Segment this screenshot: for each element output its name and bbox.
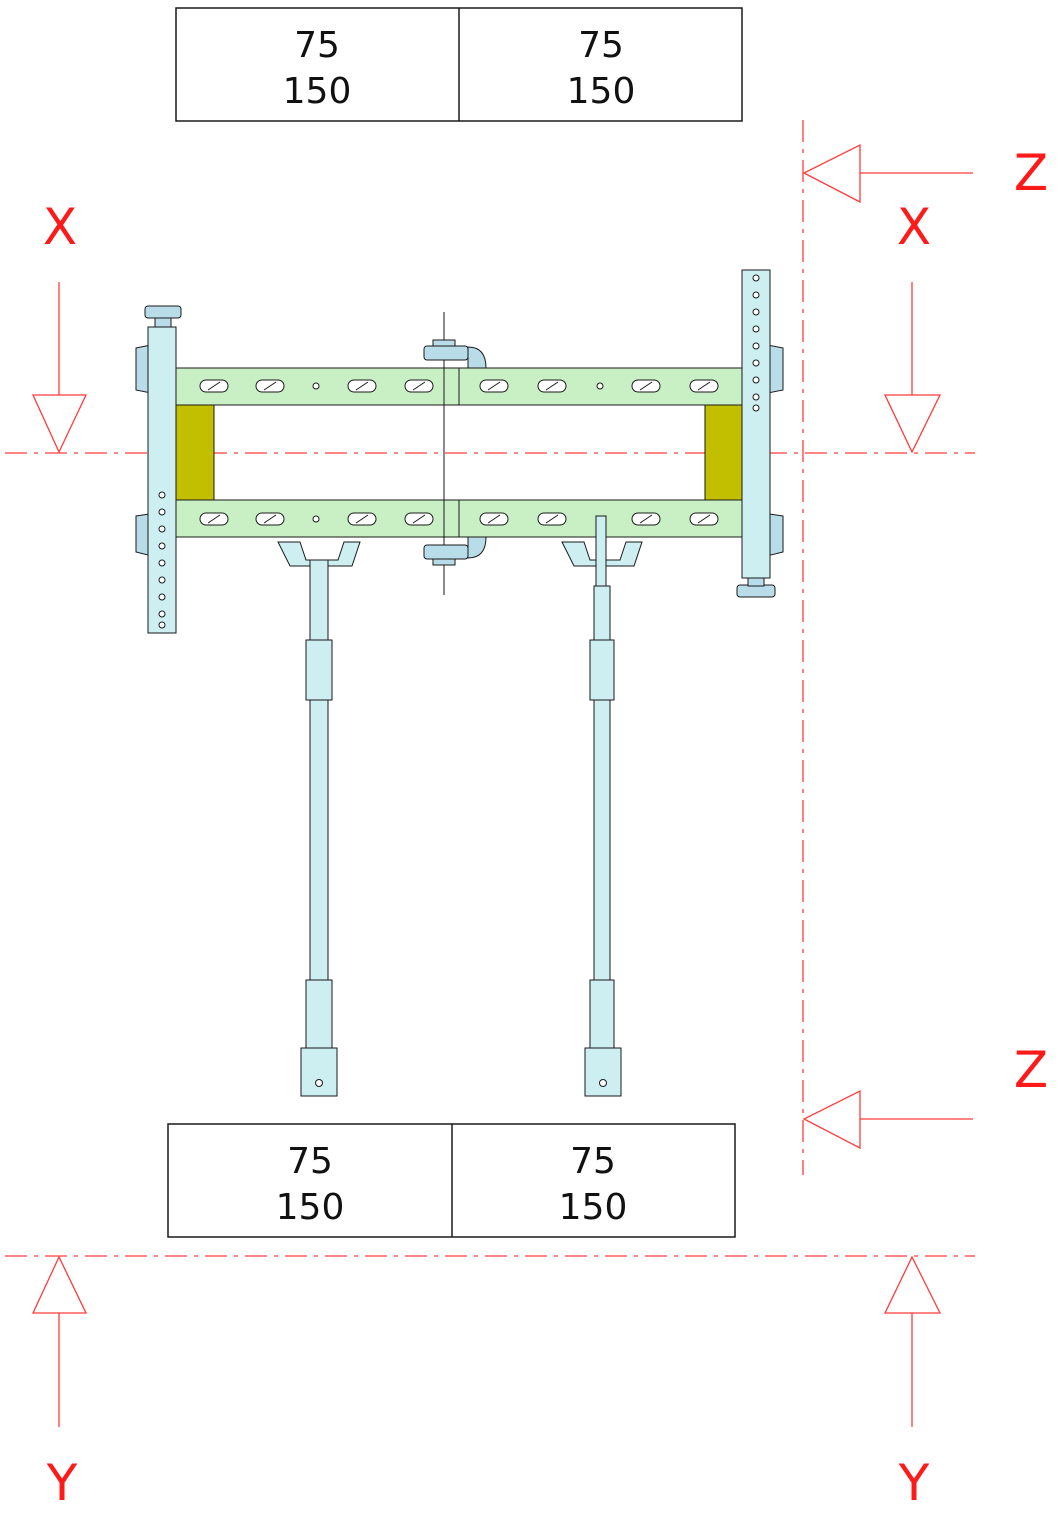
view-arrows xyxy=(31,143,973,1427)
bottom-table-cell-2-top: 75 xyxy=(570,1141,616,1182)
prop-left-collar xyxy=(305,639,333,701)
prop-right xyxy=(561,515,643,1097)
view-arrow-icon xyxy=(31,282,88,454)
formwork-assembly xyxy=(135,269,784,1097)
prop-right-screw xyxy=(595,515,607,587)
view-arrow-icon xyxy=(31,1255,88,1427)
post-right xyxy=(741,269,771,579)
section-lines xyxy=(5,120,975,1257)
top-table-cell-1-top: 75 xyxy=(294,25,340,66)
marker-y-left: Y xyxy=(46,1454,78,1512)
marker-z-top: Z xyxy=(1014,144,1048,202)
view-arrow-icon xyxy=(802,143,973,204)
view-arrow-icon xyxy=(883,282,942,454)
wing-nut-icon xyxy=(144,305,776,598)
prop-left-foot xyxy=(300,1047,338,1097)
slot-strokes xyxy=(207,381,711,524)
view-arrow-icon xyxy=(802,1089,973,1150)
section-marker-labels: X X Y Y Z Z xyxy=(43,144,1048,1512)
marker-y-right: Y xyxy=(898,1454,930,1512)
shim-right xyxy=(704,404,743,501)
bottom-table-cell-1-top: 75 xyxy=(287,1141,333,1182)
post-holes xyxy=(158,274,760,629)
top-table-cell-1-bottom: 150 xyxy=(283,71,352,112)
marker-x-right: X xyxy=(897,198,931,256)
prop-left xyxy=(277,541,361,1097)
top-dimension-table: 75 150 75 150 xyxy=(175,7,743,122)
shim-left xyxy=(175,404,215,501)
marker-x-left: X xyxy=(43,198,77,256)
view-arrow-icon xyxy=(883,1255,942,1427)
marker-z-bottom: Z xyxy=(1014,1041,1048,1099)
top-table-cell-2-bottom: 150 xyxy=(567,71,636,112)
bottom-dimension-table: 75 150 75 150 xyxy=(167,1123,736,1238)
prop-left-inner-tube xyxy=(309,559,329,981)
shims xyxy=(175,404,743,501)
prop-right-collar xyxy=(589,639,615,701)
prop-right-foot xyxy=(584,1047,622,1097)
post-left xyxy=(147,326,177,634)
prop-right-head xyxy=(561,541,643,567)
bottom-table-cell-2-bottom: 150 xyxy=(559,1187,628,1228)
bottom-table-cell-1-bottom: 150 xyxy=(276,1187,345,1228)
top-table-cell-2-top: 75 xyxy=(578,25,624,66)
posts xyxy=(147,269,771,634)
